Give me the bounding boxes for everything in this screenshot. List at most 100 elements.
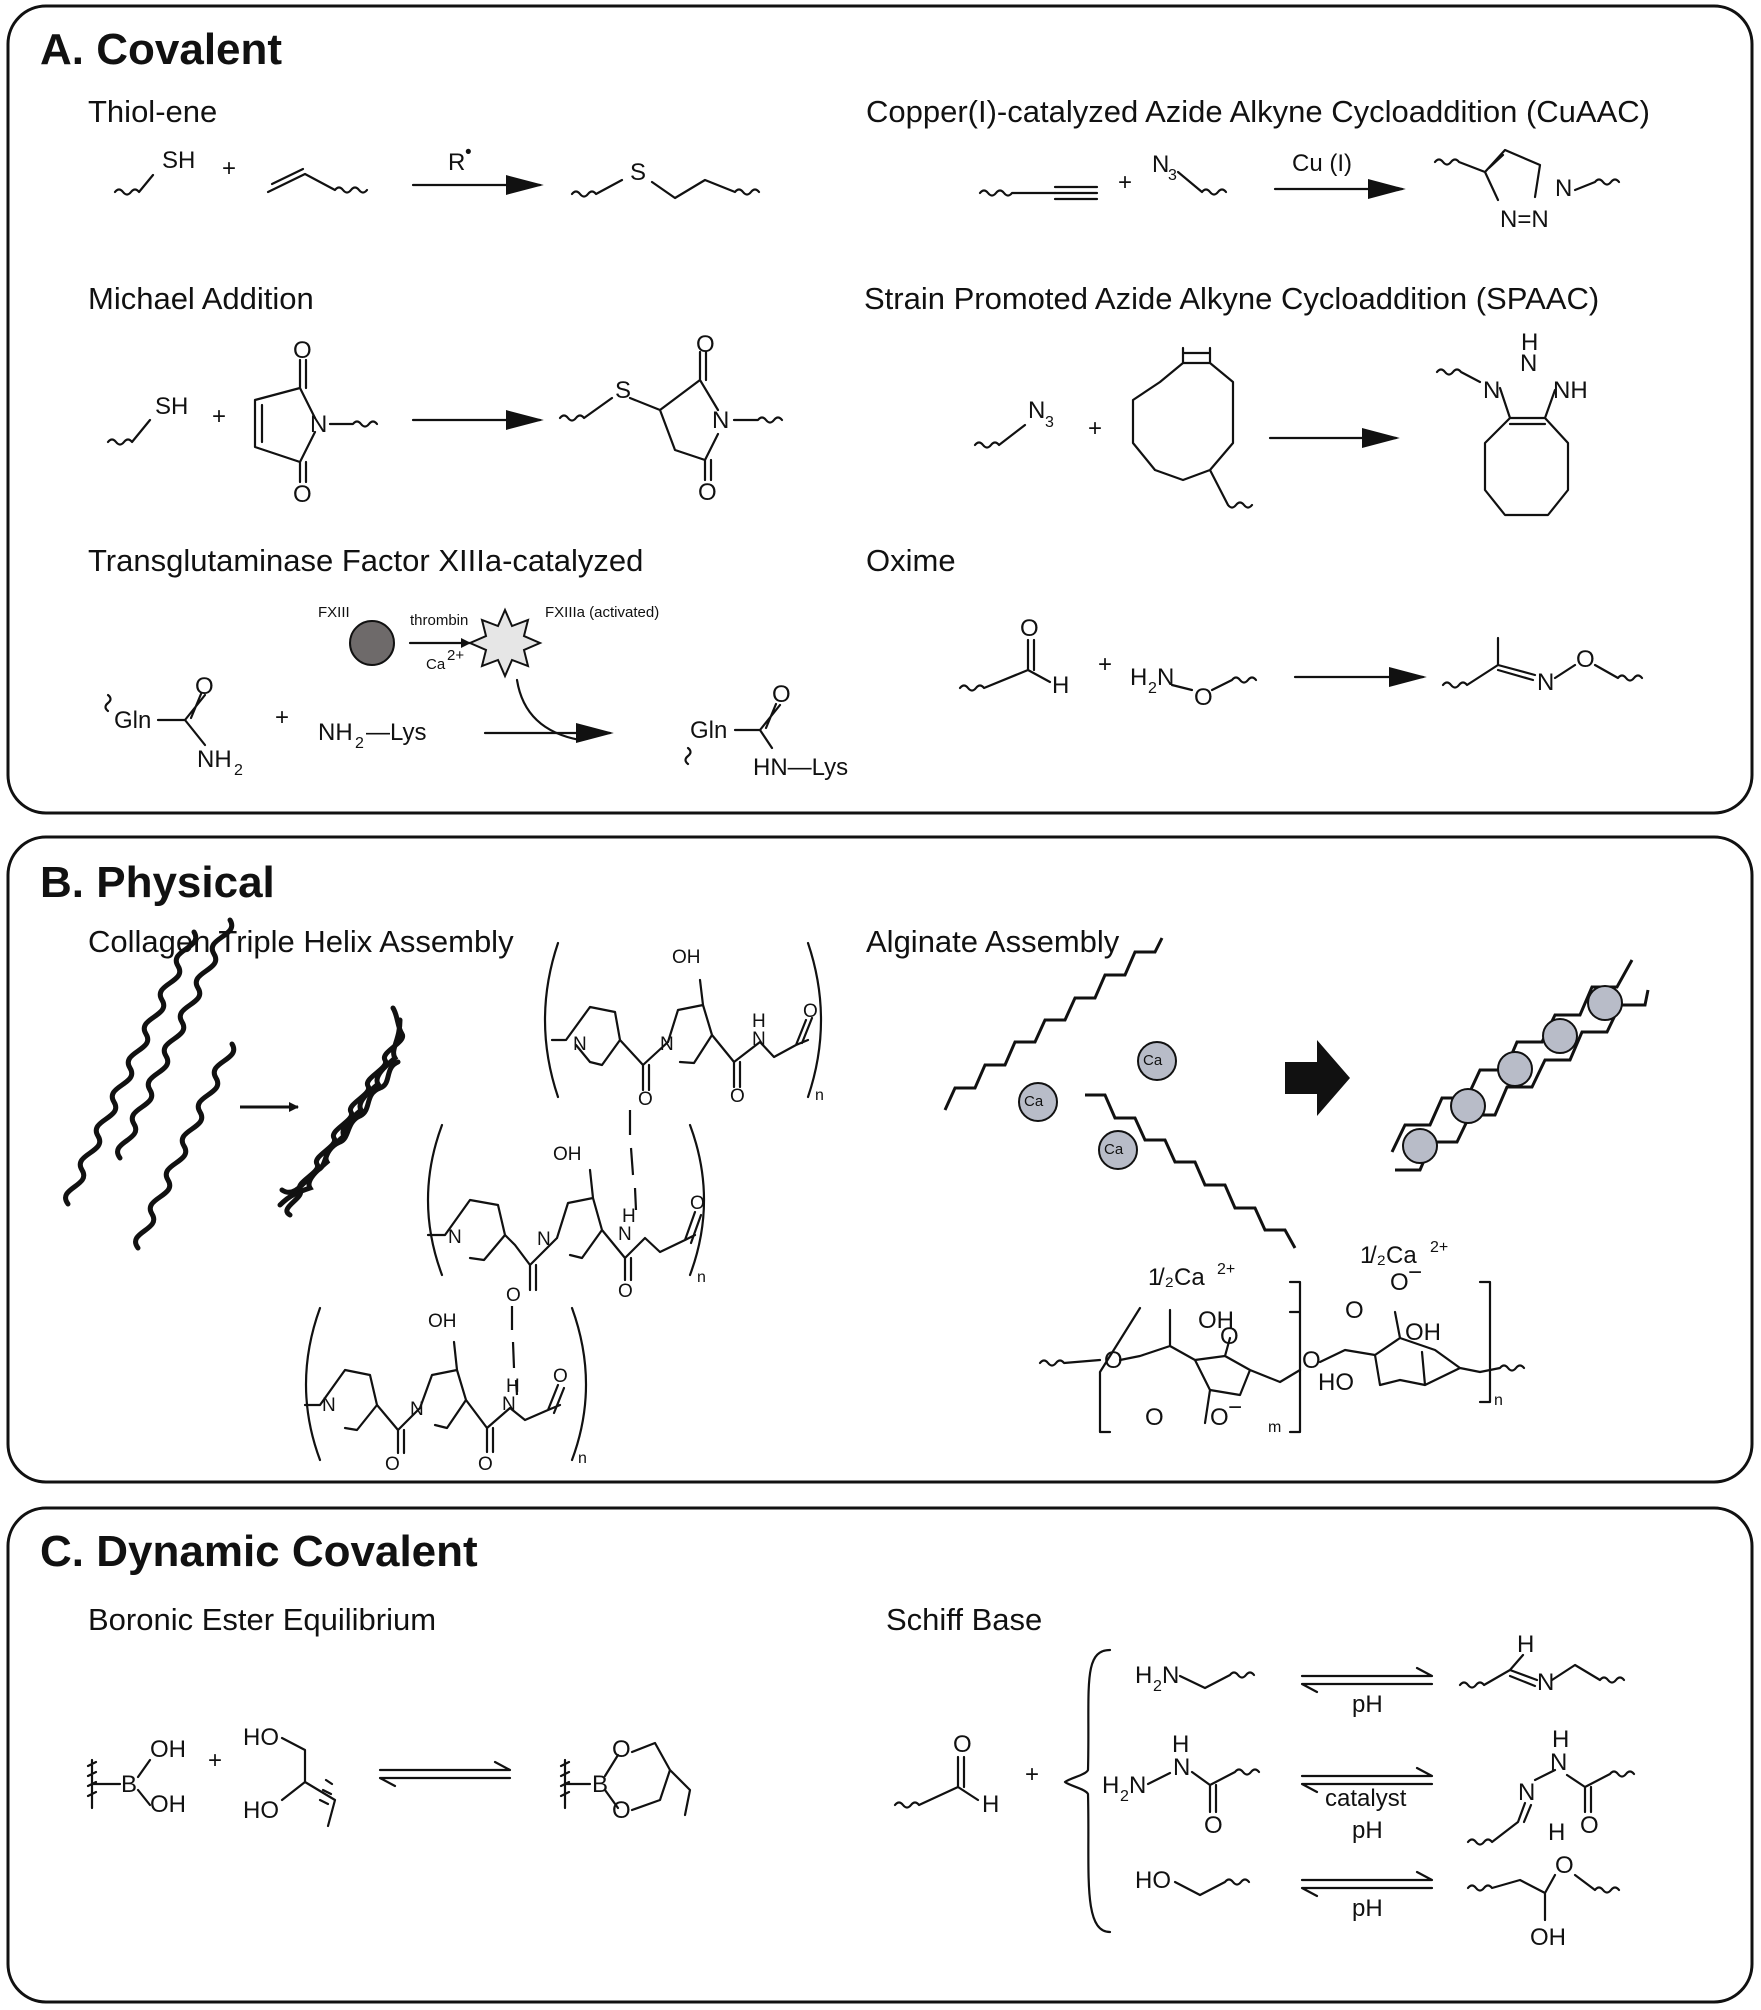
- hyp-n-label: N: [410, 1399, 424, 1420]
- calcium-label: Ca: [1024, 1093, 1044, 1110]
- hbond-dashes-top: [628, 1110, 638, 1211]
- carbonyl-o-3: O: [690, 1193, 705, 1214]
- product-hn-lys-label: HN—Lys: [753, 754, 848, 781]
- carbonyl-o-3: O: [553, 1366, 568, 1387]
- alkene-molecule: [266, 172, 369, 194]
- plus-sign: +: [1088, 415, 1102, 442]
- maleimide-o-top: O: [293, 337, 312, 364]
- lys-nh2-label: NH: [318, 719, 353, 746]
- panel-c-frame: [6, 1506, 1754, 2004]
- hemiacetal-oh-label: OH: [1530, 1924, 1566, 1951]
- fxiii-enzyme-circle: [349, 620, 395, 666]
- calcium-label: Ca: [1143, 1052, 1163, 1069]
- bracket-right: [688, 1123, 706, 1277]
- boronic-ester-equilibrium: B OH OH + HO HO B O O: [86, 1724, 692, 1828]
- alginate-brackets: [1098, 1280, 1492, 1434]
- hyp-n-label: N: [660, 1034, 674, 1055]
- thioether-product: [570, 178, 761, 200]
- schiff-title: Schiff Base: [886, 1602, 1042, 1637]
- glycosidic-o-right: O: [1302, 1347, 1321, 1374]
- fxiii-label: FXIII: [318, 604, 350, 621]
- transglutaminase-reaction: Transglutaminase Factor XIIIa-catalyzed …: [88, 543, 848, 781]
- oxime-reaction: Oxime O H + H 2 N O N O: [866, 543, 1644, 711]
- product-gln-label: Gln: [690, 717, 727, 744]
- calcium-ion: [1497, 1051, 1533, 1087]
- m-subscript: m: [1268, 1419, 1281, 1436]
- spaac-n2-label: N: [1520, 350, 1537, 377]
- aminooxy-chain: [1170, 676, 1258, 692]
- panel-c-title: C. Dynamic Covalent: [40, 1527, 478, 1576]
- triazole-n-n-label: N=N: [1500, 206, 1549, 233]
- hydrazide-h-top: H: [1172, 1731, 1189, 1758]
- product-n-label: N: [712, 407, 729, 434]
- plus-sign: +: [1025, 1761, 1039, 1788]
- alginate-assembly-cartoon: Ca Ca Ca: [943, 937, 1650, 1249]
- azide-n-subscript: 3: [1168, 167, 1177, 184]
- aldehyde-h-label: H: [982, 1791, 999, 1818]
- ho-right: HO: [1318, 1369, 1354, 1396]
- triazole-n1-label: N: [1555, 175, 1572, 202]
- plus-sign: +: [212, 403, 226, 430]
- michael-addition-reaction: Michael Addition SH + O O N S O O N: [88, 281, 784, 508]
- catalyst-label: catalyst: [1325, 1785, 1407, 1812]
- curly-brace: [1063, 1648, 1112, 1934]
- diol-ho-top: HO: [243, 1724, 279, 1751]
- amide-h-label: H: [622, 1206, 636, 1227]
- proline-n-label: N: [322, 1395, 336, 1416]
- boronic-acid-bonds: [86, 1758, 152, 1810]
- carboxyl-o-left: O: [1145, 1404, 1164, 1431]
- amide-n-label: N: [618, 1224, 632, 1245]
- repeat-unit-bonds: [303, 1340, 566, 1455]
- gln-amide-bonds: [156, 692, 207, 747]
- glycosidic-o-left: O: [1104, 1347, 1123, 1374]
- oh-right: OH: [1405, 1319, 1441, 1346]
- calcium-ion: [1587, 985, 1623, 1021]
- boron-label: B: [121, 1771, 137, 1798]
- hydroxyl-label: OH: [553, 1144, 582, 1165]
- calcium-ion: [1450, 1088, 1486, 1124]
- imine-n-label: N: [1537, 1669, 1554, 1696]
- spaac-h-label: H: [1521, 329, 1538, 356]
- collagen-title: Collagen Triple Helix Assembly: [88, 924, 514, 959]
- hemiacetal-o-label: O: [1555, 1852, 1574, 1879]
- panel-b-frame: [6, 835, 1754, 1484]
- repeat-unit-bonds: [426, 1168, 703, 1292]
- cuaac-reaction: Copper(I)-catalyzed Azide Alkyne Cycload…: [866, 94, 1650, 233]
- half-ca-left-sup: 1: [1148, 1264, 1161, 1291]
- bracket-left: [304, 1306, 322, 1462]
- imine-h-label: H: [1517, 1631, 1534, 1658]
- boronic-title: Boronic Ester Equilibrium: [88, 1602, 436, 1637]
- carbonyl-o-1: O: [638, 1089, 653, 1110]
- carboxylate-o-left: O: [1210, 1404, 1229, 1431]
- helix-strand-2: [277, 1017, 403, 1208]
- amine-h-label: H: [1135, 1662, 1152, 1689]
- n-subscript: n: [1494, 1392, 1503, 1409]
- product-o-label: O: [772, 681, 791, 708]
- aldehyde-o-label: O: [953, 1731, 972, 1758]
- oxime-n-label: N: [1537, 669, 1554, 696]
- ph-label: pH: [1352, 1895, 1383, 1922]
- carbonyl-o-1: O: [385, 1454, 400, 1475]
- triazole-ring: [1433, 148, 1542, 202]
- plus-sign: +: [1118, 169, 1132, 196]
- lys-label: —Lys: [366, 719, 426, 746]
- boronic-oh-top: OH: [150, 1736, 186, 1763]
- collagen-strand-1: [63, 929, 199, 1207]
- boronic-oh-bottom: OH: [150, 1791, 186, 1818]
- hyp-n-label: N: [537, 1229, 551, 1250]
- equilibrium-arrow: [378, 1760, 512, 1788]
- azide-n-label: N: [1028, 397, 1045, 424]
- alginate-title: Alginate Assembly: [866, 924, 1120, 959]
- half-ca-right-charge: 2+: [1430, 1239, 1448, 1256]
- ph-label: pH: [1352, 1691, 1383, 1718]
- collagen-repeat-unit-top: OH N N O O O N H n: [543, 941, 824, 1110]
- alginate-chain-1: [943, 937, 1164, 1111]
- carbonyl-o-2: O: [730, 1086, 745, 1107]
- calcium-ion: [1402, 1128, 1438, 1164]
- hydrazide-n-top: N: [1173, 1754, 1190, 1781]
- aminooxy-o-label: O: [1194, 684, 1213, 711]
- proline-n-label: N: [573, 1034, 587, 1055]
- thiol-ene-title: Thiol-ene: [88, 94, 217, 129]
- imine-product: [1458, 1653, 1626, 1689]
